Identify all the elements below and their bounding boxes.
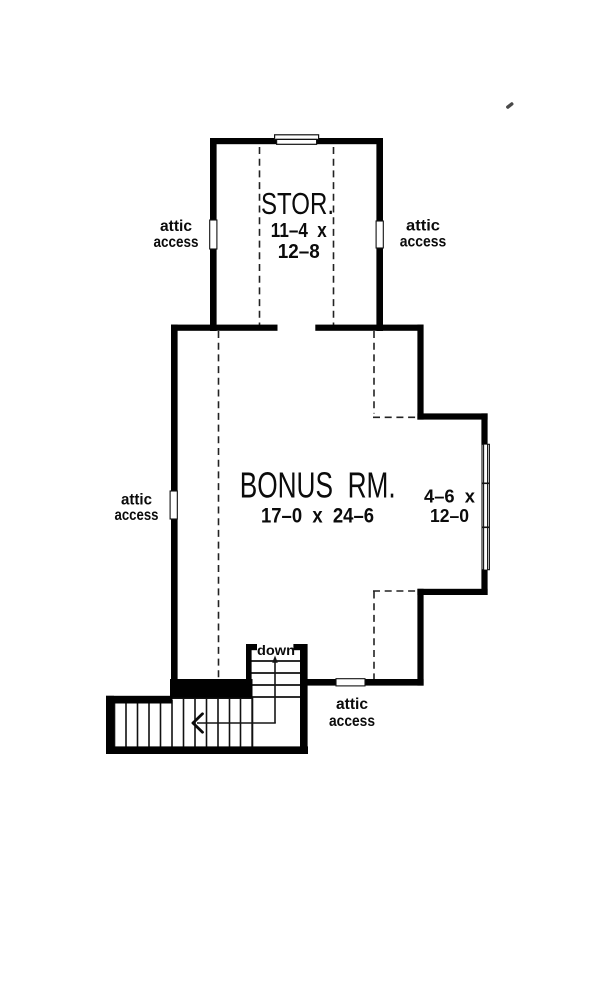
svg-text:access: access: [115, 507, 159, 524]
svg-text:12–8: 12–8: [278, 241, 320, 263]
svg-text:attic: attic: [406, 218, 440, 235]
svg-text:attic: attic: [336, 696, 368, 713]
svg-text:access: access: [154, 234, 199, 251]
svg-text:17–0 x 24–6: 17–0 x 24–6: [261, 504, 374, 527]
svg-text:attic: attic: [121, 492, 152, 509]
svg-text:11–4 x: 11–4 x: [271, 220, 327, 242]
svg-text:access: access: [400, 234, 447, 251]
svg-text:attic: attic: [160, 218, 192, 235]
svg-text:4–6 x: 4–6 x: [424, 487, 475, 507]
svg-text:access: access: [329, 713, 375, 730]
svg-text:12–0: 12–0: [430, 506, 469, 526]
svg-text:STOR.: STOR.: [261, 186, 334, 221]
svg-text:BONUS RM.: BONUS RM.: [240, 465, 396, 506]
svg-text:down: down: [257, 642, 295, 658]
